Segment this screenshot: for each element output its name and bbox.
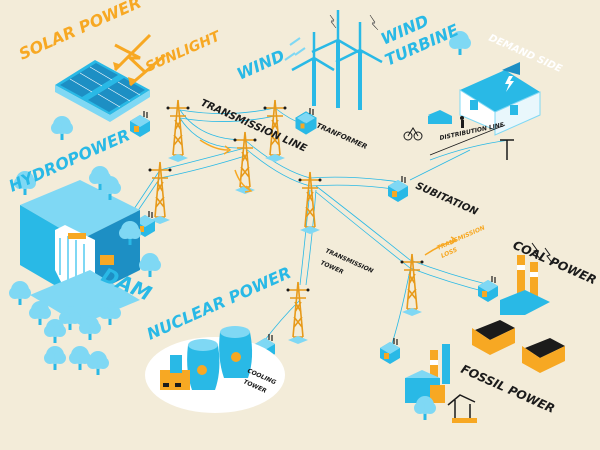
label-solar-power: SOLAR POWER <box>16 0 144 64</box>
demand-side-house <box>403 31 541 160</box>
nuclear-plant <box>145 326 285 413</box>
label-wind: WIND <box>234 46 288 84</box>
hydropower-dam <box>9 166 161 375</box>
solar-farm <box>51 33 166 140</box>
fossil-plant <box>405 344 477 423</box>
wind-turbines <box>284 10 383 135</box>
label-tranformer: TRANFORMER <box>315 122 368 152</box>
flow-arrows <box>199 139 458 256</box>
label-subitation: SUBITATION <box>414 181 480 219</box>
label-transmission-line: TRANSMISSION LINE <box>199 98 309 155</box>
label-demand-side: DEMAND SIDE <box>487 33 564 75</box>
label-sunlight: SUNLIGHT <box>143 28 224 76</box>
transmission-wires <box>129 107 511 351</box>
label-transmission-tower-2: TOWER <box>319 259 345 276</box>
label-transmission-loss-1: TRANSMISSION <box>436 224 486 251</box>
bolt-icons <box>329 14 379 31</box>
coal-plant <box>472 242 565 373</box>
